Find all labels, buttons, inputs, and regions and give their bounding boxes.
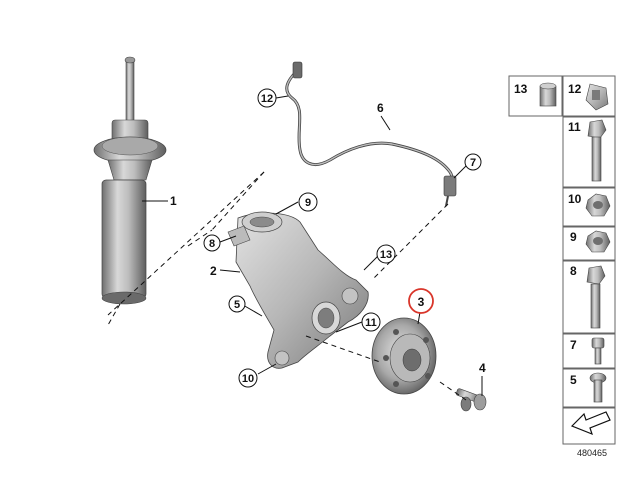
callout-bubble-13: [376, 244, 396, 264]
callout-1: 1: [170, 194, 177, 208]
strut-assembly[interactable]: [93, 56, 167, 305]
hex-nut-icon: [585, 193, 611, 217]
callout-9: 9: [305, 197, 311, 209]
wheel-hub-bearing[interactable]: [371, 317, 437, 395]
panel-label-9: 9: [570, 230, 577, 244]
socket-screw-icon: [591, 337, 605, 365]
callout-11: 11: [365, 317, 377, 329]
direction-arrow-icon: [570, 411, 611, 436]
callout-12: 12: [261, 93, 273, 105]
callout-bubble-7: [464, 153, 482, 171]
callout-4: 4: [479, 361, 486, 375]
panel-label-5: 5: [570, 373, 577, 387]
panel-label-10: 10: [568, 192, 582, 206]
callout-8: 8: [209, 238, 215, 250]
callout-7: 7: [470, 157, 476, 169]
callout-bubble-5: [228, 295, 246, 313]
callout-bubble-8: [203, 234, 221, 252]
stud-bolt-icon: [586, 265, 606, 329]
diagram-id: 480465: [577, 448, 607, 458]
highlight-ring-3: [408, 288, 434, 314]
assembly-dashed-lines: [107, 171, 467, 401]
callout-10: 10: [242, 373, 254, 385]
long-bolt-icon: [587, 119, 607, 182]
callout-bubble-11: [361, 312, 381, 332]
callout-labels: 1 2 4 6 5 7 8 9 10 11 12 13 3: [170, 88, 486, 388]
wheel-speed-sensor-cable[interactable]: [285, 61, 457, 207]
panel-label-8: 8: [570, 264, 577, 278]
bushing-icon: [539, 82, 557, 107]
callout-3: 3: [418, 295, 425, 309]
panel-label-7: 7: [570, 338, 577, 352]
steering-knuckle[interactable]: [227, 211, 369, 369]
callout-2: 2: [210, 264, 217, 278]
callout-13: 13: [380, 249, 392, 261]
callout-bubble-12: [257, 88, 277, 108]
panel-cell-5: [562, 368, 616, 408]
hub-bolt[interactable]: [455, 388, 487, 412]
panel-label-12: 12: [568, 82, 582, 96]
flange-screw-icon: [589, 372, 607, 403]
parts-panel: 13 12 11 10 9 8 7 5: [508, 75, 616, 458]
callout-bubble-10: [238, 368, 258, 388]
callout-6: 6: [377, 101, 384, 115]
callout-bubble-9: [298, 192, 318, 212]
hex-nut-icon: [585, 230, 611, 253]
panel-label-13: 13: [514, 82, 528, 96]
callout-5: 5: [234, 299, 240, 311]
clip-icon: [585, 83, 609, 111]
leader-lines: [142, 95, 483, 396]
panel-cell-7: [562, 333, 616, 369]
panel-label-11: 11: [568, 120, 581, 134]
